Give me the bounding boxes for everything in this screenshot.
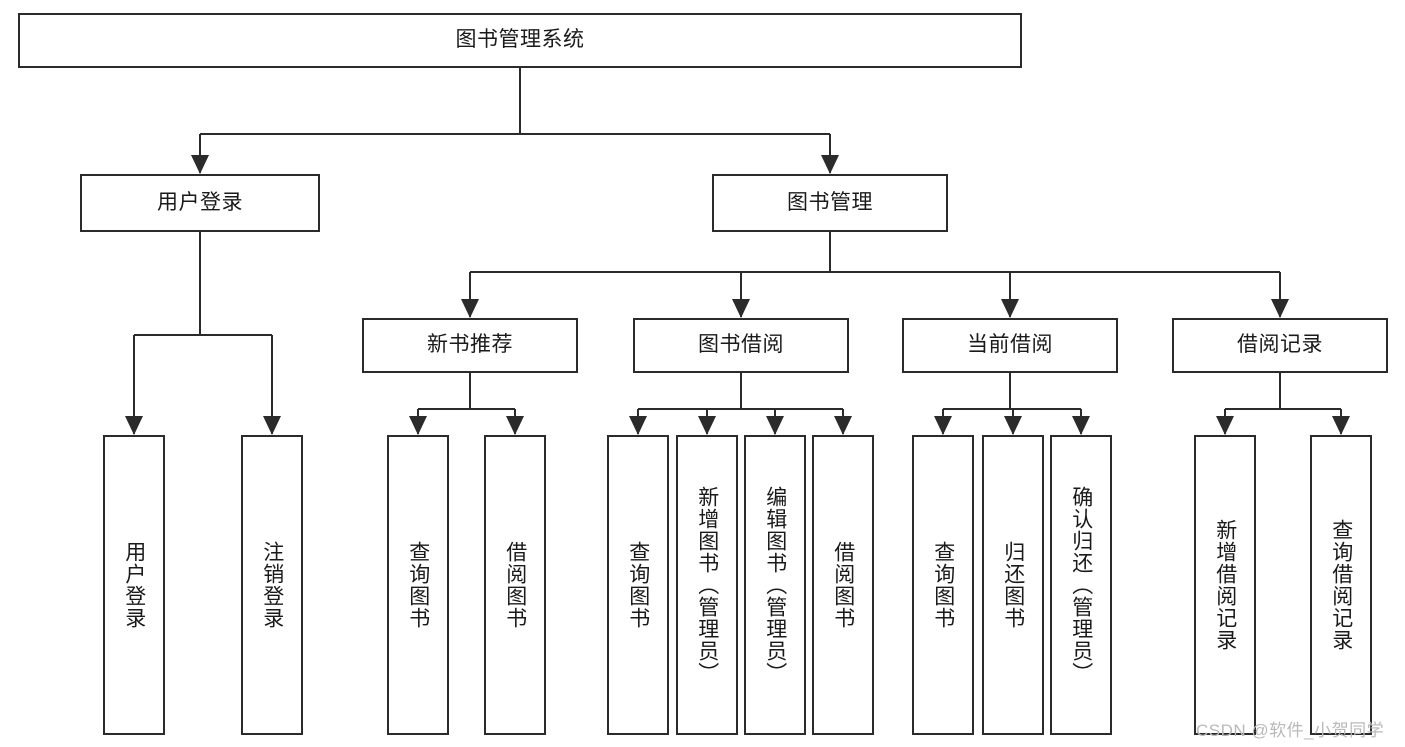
node-leaf-user-login[interactable]: 用户登录 <box>103 435 165 735</box>
node-label: 用户登录 <box>122 541 146 629</box>
node-label: 借阅图书 <box>503 541 527 629</box>
node-label: 借阅图书 <box>831 541 855 629</box>
node-leaf-return-book[interactable]: 归还图书 <box>982 435 1044 735</box>
node-current-borrow[interactable]: 当前借阅 <box>902 318 1118 373</box>
node-leaf-query-book-2[interactable]: 查询图书 <box>607 435 669 735</box>
node-label: 查询图书 <box>626 541 650 629</box>
arrowhead-icon <box>1072 416 1090 435</box>
arrowhead-icon <box>1004 416 1022 435</box>
arrowhead-icon <box>125 416 143 435</box>
node-root[interactable]: 图书管理系统 <box>18 13 1022 68</box>
arrowhead-icon <box>732 299 750 318</box>
node-label: 用户登录 <box>157 190 243 214</box>
arrowhead-icon <box>191 155 209 174</box>
arrowhead-icon <box>1001 299 1019 318</box>
arrowhead-icon <box>409 416 427 435</box>
arrowhead-icon <box>629 416 647 435</box>
node-label: 新增图书（管理员） <box>695 486 719 684</box>
node-label: 借阅记录 <box>1237 333 1323 357</box>
arrowhead-icon <box>821 155 839 174</box>
node-leaf-edit-book[interactable]: 编辑图书（管理员） <box>744 435 806 735</box>
node-leaf-add-book[interactable]: 新增图书（管理员） <box>676 435 738 735</box>
node-book-manage[interactable]: 图书管理 <box>712 174 948 232</box>
watermark-text: CSDN @软件_小贺同学 <box>1196 721 1385 740</box>
node-label: 确认归还（管理员） <box>1069 486 1093 684</box>
arrowhead-icon <box>934 416 952 435</box>
arrowhead-icon <box>461 299 479 318</box>
node-leaf-borrow-book-1[interactable]: 借阅图书 <box>484 435 546 735</box>
node-leaf-add-record[interactable]: 新增借阅记录 <box>1194 435 1256 735</box>
node-label: 注销登录 <box>260 541 284 629</box>
node-label: 归还图书 <box>1001 541 1025 629</box>
node-label: 当前借阅 <box>967 333 1053 357</box>
node-label: 查询图书 <box>406 541 430 629</box>
arrowhead-icon <box>698 416 716 435</box>
node-label: 新书推荐 <box>427 333 513 357</box>
arrowhead-icon <box>766 416 784 435</box>
node-leaf-query-record[interactable]: 查询借阅记录 <box>1310 435 1372 735</box>
node-borrow-record[interactable]: 借阅记录 <box>1172 318 1388 373</box>
node-user-login[interactable]: 用户登录 <box>80 174 320 232</box>
node-book-borrow[interactable]: 图书借阅 <box>633 318 849 373</box>
node-label: 新增借阅记录 <box>1213 519 1237 651</box>
node-label: 图书管理系统 <box>455 28 585 52</box>
arrowhead-icon <box>1216 416 1234 435</box>
arrowhead-icon <box>506 416 524 435</box>
node-label: 图书借阅 <box>698 333 784 357</box>
node-new-book-recommend[interactable]: 新书推荐 <box>362 318 578 373</box>
arrowhead-icon <box>1332 416 1350 435</box>
node-label: 查询借阅记录 <box>1329 519 1353 651</box>
arrowhead-icon <box>263 416 281 435</box>
node-leaf-logout[interactable]: 注销登录 <box>241 435 303 735</box>
node-leaf-query-book-3[interactable]: 查询图书 <box>912 435 974 735</box>
arrowhead-icon <box>1271 299 1289 318</box>
arrowhead-icon <box>834 416 852 435</box>
node-label: 编辑图书（管理员） <box>763 486 787 684</box>
node-label: 图书管理 <box>787 190 873 214</box>
node-leaf-query-book-1[interactable]: 查询图书 <box>387 435 449 735</box>
node-leaf-borrow-book-2[interactable]: 借阅图书 <box>812 435 874 735</box>
node-label: 查询图书 <box>931 541 955 629</box>
node-leaf-confirm-return[interactable]: 确认归还（管理员） <box>1050 435 1112 735</box>
